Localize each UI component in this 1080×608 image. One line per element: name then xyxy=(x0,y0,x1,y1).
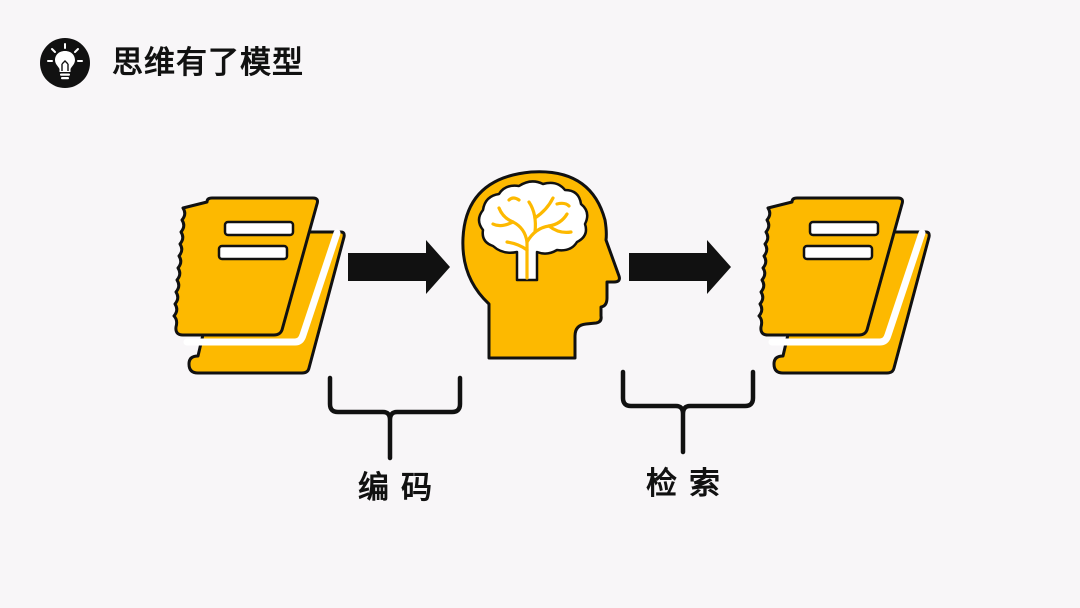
encode-brace xyxy=(330,378,460,458)
output-book-icon xyxy=(759,198,929,373)
retrieve-brace xyxy=(623,372,753,452)
head-brain-icon xyxy=(461,170,621,360)
slide-header: 思维有了模型 xyxy=(40,38,304,88)
slide-title: 思维有了模型 xyxy=(112,45,304,81)
stage-label-encode: 编码 xyxy=(358,470,444,506)
source-book-icon xyxy=(174,198,344,373)
encode-arrow-icon xyxy=(348,240,450,294)
stage-label-retrieve: 检索 xyxy=(646,466,732,502)
retrieve-arrow-icon xyxy=(629,240,731,294)
lightbulb-icon xyxy=(40,38,90,88)
